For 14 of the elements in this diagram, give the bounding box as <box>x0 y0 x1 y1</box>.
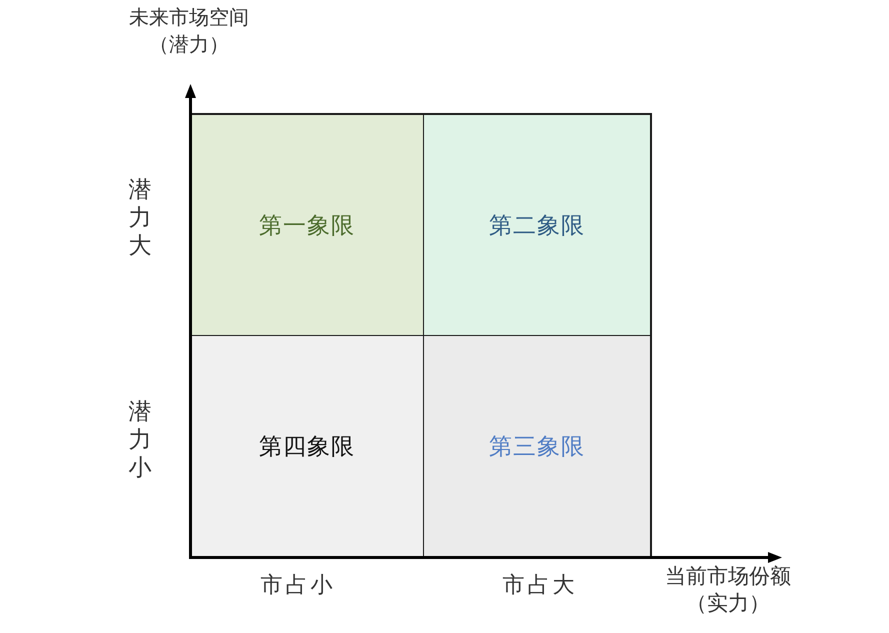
quadrant-box <box>423 335 652 558</box>
quadrant-label: 第三象限 <box>489 432 585 461</box>
quadrant-box <box>190 113 424 336</box>
row-label: 潜力小 <box>128 398 152 482</box>
quadrant-box <box>190 335 424 558</box>
quadrant-label: 第四象限 <box>259 432 355 461</box>
quadrant-label: 第二象限 <box>489 210 585 240</box>
row-label: 潜力大 <box>128 176 152 260</box>
quadrant-label: 第一象限 <box>259 210 355 240</box>
quadrant-box <box>423 113 652 336</box>
axis-title: 当前市场份额（实力） <box>664 563 792 617</box>
axis-title: 未来市场空间（潜力） <box>128 6 250 58</box>
column-label: 市占大 <box>502 571 578 599</box>
column-label: 市占小 <box>260 571 336 599</box>
